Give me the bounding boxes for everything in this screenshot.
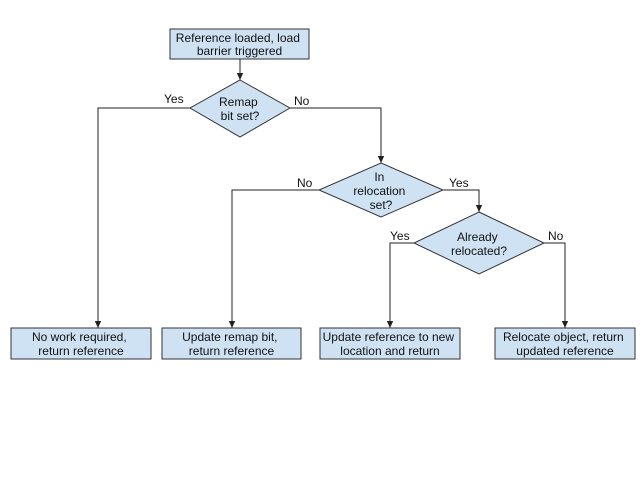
node-update-remap: Update remap bit, return reference xyxy=(161,327,302,360)
node-start: Reference loaded, load barrier triggered xyxy=(169,28,310,60)
relocate-object-text: Relocate object, return updated referenc… xyxy=(503,330,627,358)
relocation-line-2: relocation xyxy=(353,184,405,198)
relocate-object-line-2: updated reference xyxy=(516,344,614,358)
decision-relocation-set: In relocation set? xyxy=(317,162,445,218)
relocation-text: In relocation set? xyxy=(353,170,408,212)
start-box xyxy=(169,28,310,60)
edge-relocation-yes xyxy=(443,189,483,212)
update-reference-text: Update reference to new location and ret… xyxy=(323,330,458,358)
relocation-line-3: set? xyxy=(370,198,393,212)
remap-line-2: bit set? xyxy=(221,109,260,123)
update-remap-line-1: Update remap bit, xyxy=(182,330,277,344)
start-text: Reference loaded, load barrier triggered xyxy=(176,31,303,58)
decision-already-relocated: Already relocated? xyxy=(412,211,546,275)
relocation-line-1: In xyxy=(374,170,384,184)
start-line-1: Reference loaded, load xyxy=(176,31,300,45)
remap-diamond xyxy=(188,79,292,138)
node-no-work: No work required, return reference xyxy=(10,327,152,360)
no-work-box xyxy=(10,327,152,360)
relocation-diamond xyxy=(317,162,445,218)
remap-line-1: Remap xyxy=(219,95,258,109)
edge-relocated-no xyxy=(544,242,569,328)
update-reference-line-2: location and return xyxy=(340,344,439,358)
edge-relocated-yes xyxy=(386,242,414,328)
relocated-line-1: Already xyxy=(457,230,498,244)
edge-relocation-no xyxy=(228,189,319,328)
no-work-text: No work required, return reference xyxy=(32,330,130,358)
start-line-2: barrier triggered xyxy=(197,44,282,58)
relocated-line-2: relocated? xyxy=(451,244,507,258)
no-work-line-1: No work required, xyxy=(32,330,127,344)
update-reference-line-1: Update reference to new xyxy=(323,330,455,344)
relocate-object-box xyxy=(494,327,636,360)
relocated-diamond xyxy=(412,211,546,275)
label-relocated-yes: Yes xyxy=(390,229,410,243)
edge-remap-no xyxy=(290,107,385,163)
label-remap-yes: Yes xyxy=(164,92,184,106)
node-relocate-object: Relocate object, return updated referenc… xyxy=(494,327,636,360)
edge-remap-yes xyxy=(94,107,190,328)
remap-text: Remap bit set? xyxy=(219,95,261,123)
update-remap-text: Update remap bit, return reference xyxy=(182,330,281,358)
update-reference-box xyxy=(319,327,461,360)
relocate-object-line-1: Relocate object, return xyxy=(503,330,624,344)
decision-remap: Remap bit set? xyxy=(188,79,292,138)
no-work-line-2: return reference xyxy=(38,344,124,358)
label-relocation-no: No xyxy=(297,176,313,190)
update-remap-line-2: return reference xyxy=(189,344,275,358)
label-remap-no: No xyxy=(294,94,310,108)
edge-labels: Yes No No Yes Yes No xyxy=(164,92,564,243)
node-update-reference: Update reference to new location and ret… xyxy=(319,327,461,360)
label-relocated-no: No xyxy=(548,229,564,243)
relocated-text: Already relocated? xyxy=(451,230,507,258)
label-relocation-yes: Yes xyxy=(449,176,469,190)
update-remap-box xyxy=(161,327,302,360)
edges xyxy=(94,59,569,328)
